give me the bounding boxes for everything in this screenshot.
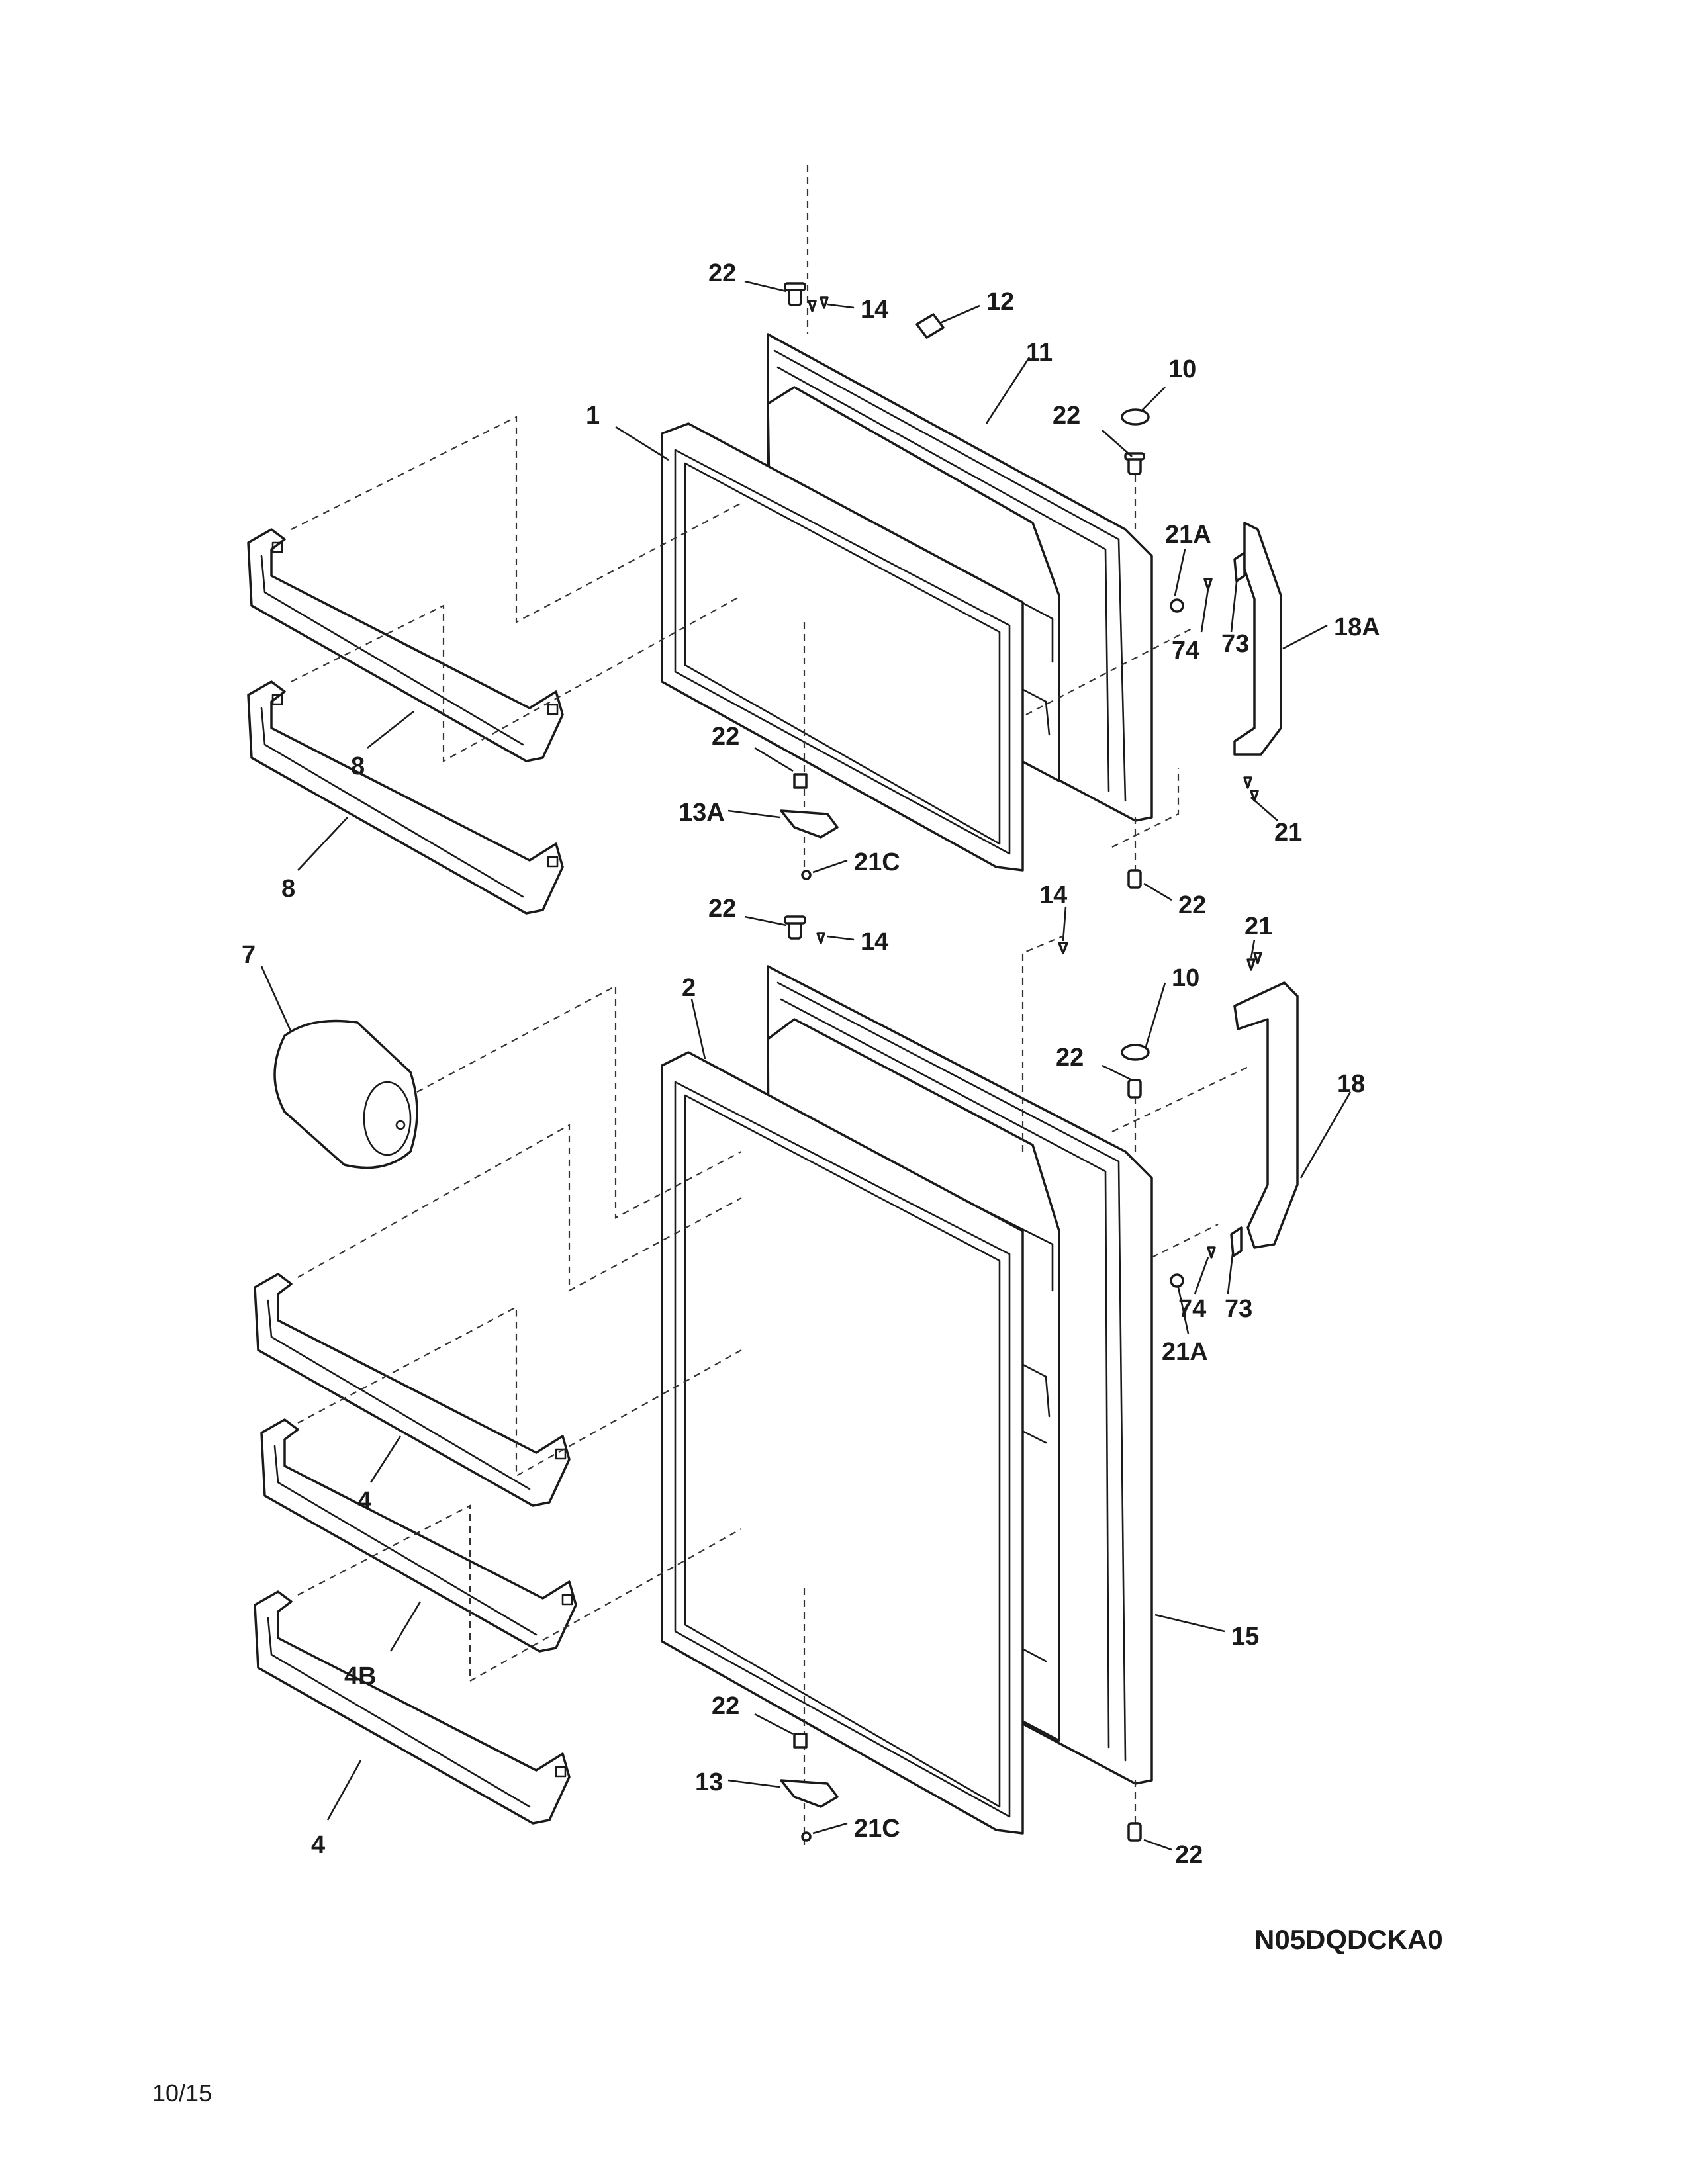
callout-22: 22 [712,1692,739,1720]
callout-15: 15 [1231,1623,1259,1651]
callout-2: 2 [682,974,696,1002]
callout-1: 1 [586,402,600,430]
callout-22: 22 [1178,891,1206,919]
callout-4b: 4B [344,1662,377,1690]
freezer-door-assembly [661,333,1153,872]
callout-13: 13 [695,1768,723,1796]
callout-14: 14 [861,296,888,324]
callout-21a: 21A [1165,521,1211,549]
freezer-shelf-bottom [247,680,564,915]
callout-21: 21 [1274,819,1302,846]
page-number: 10/15 [152,2079,212,2107]
callout-21c: 21C [854,848,900,876]
fresh-food-gasket [661,1051,1024,1835]
callout-74: 74 [1178,1295,1206,1323]
fresh-food-hardware [780,915,1262,1842]
callout-12: 12 [986,288,1014,316]
callout-22: 22 [1053,402,1080,430]
callout-labels: 22 14 12 11 10 22 1 21A 74 73 18A 8 8 22… [242,259,1380,1869]
callout-22: 22 [712,723,739,751]
fresh-food-handle [1233,981,1299,1249]
callout-73: 73 [1221,630,1249,658]
callout-4: 4 [357,1487,371,1515]
callout-13a: 13A [679,799,725,827]
callout-73: 73 [1225,1295,1252,1323]
callout-21c: 21C [854,1815,900,1843]
fresh-food-shelf-1 [254,1273,571,1507]
leader-lines [260,280,1352,1851]
callout-22: 22 [708,895,736,923]
callout-14: 14 [1039,882,1067,909]
callout-22: 22 [1175,1841,1203,1869]
callout-18a: 18A [1334,614,1380,641]
callout-8: 8 [351,752,365,780]
fresh-food-door-assembly [661,965,1153,1835]
callout-14: 14 [861,928,888,956]
callout-8: 8 [281,875,295,903]
callout-7: 7 [242,941,256,969]
fresh-food-shelf-3 [254,1590,571,1825]
callout-10: 10 [1172,964,1199,992]
diagram-code: N05DQDCKA0 [1254,1924,1443,1955]
freezer-shelf-top [247,528,564,762]
callout-21: 21 [1244,913,1272,940]
fresh-food-shelf-2 [260,1418,577,1653]
freezer-gasket [661,422,1024,872]
callout-22: 22 [708,259,736,287]
callout-21a: 21A [1162,1338,1208,1366]
callout-18: 18 [1337,1070,1365,1098]
callout-4: 4 [311,1831,325,1859]
callout-74: 74 [1172,637,1199,664]
freezer-handle [1233,522,1282,756]
callout-10: 10 [1168,355,1196,383]
callout-22: 22 [1056,1044,1084,1071]
dairy-bin [273,1019,418,1169]
freezer-hardware [780,282,1259,889]
callout-11: 11 [1026,339,1053,367]
